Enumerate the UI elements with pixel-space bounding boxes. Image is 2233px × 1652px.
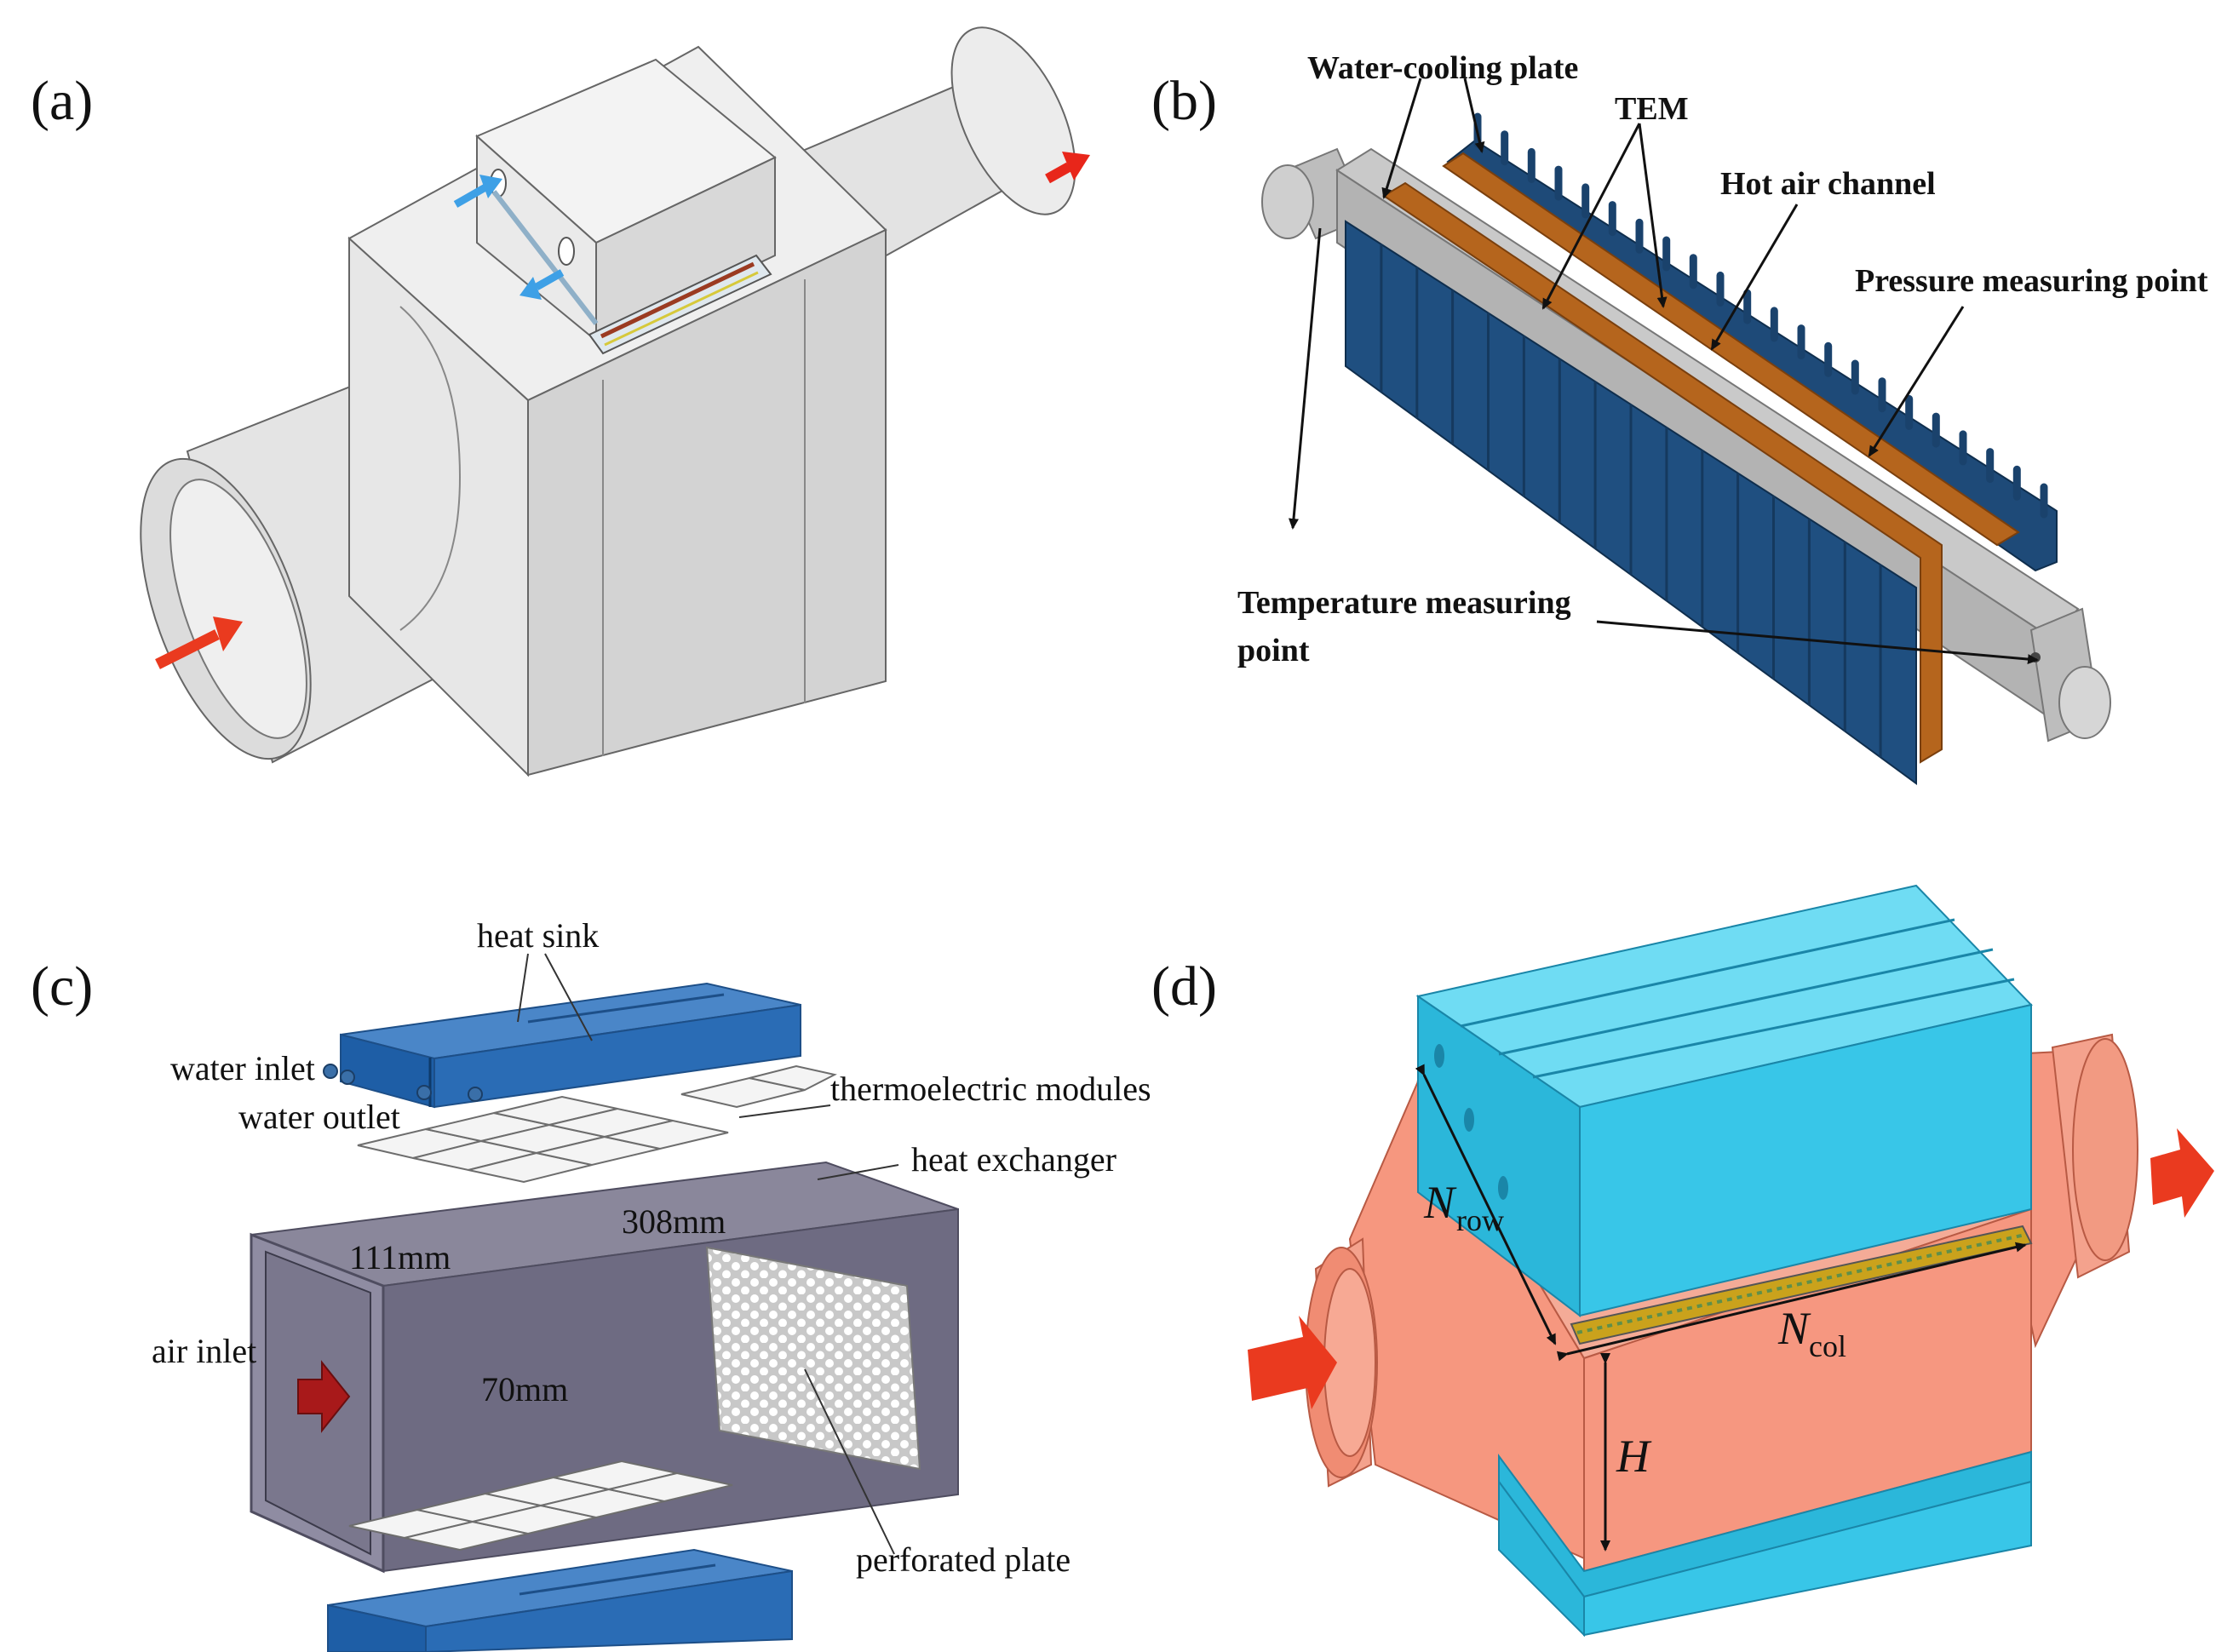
label-n-row: N — [1423, 1177, 1457, 1228]
heat-sink-top — [323, 982, 801, 1109]
arrow-air-in-d — [1248, 1316, 1337, 1409]
label-heat-exchanger: heat exchanger — [911, 1140, 1116, 1179]
label-n-col: N — [1777, 1303, 1811, 1354]
heat-sink-bottom-d — [1498, 1450, 2032, 1638]
arrow-air-out — [1045, 152, 1090, 184]
label-tem: TEM — [1615, 91, 1689, 127]
dimension-arrows-d — [1415, 1064, 2027, 1552]
label-temperature-measuring-2: point — [1237, 633, 1310, 668]
tem-front — [1382, 181, 1943, 764]
panel-b: (b) — [1151, 50, 2208, 785]
perforated-plate — [705, 1246, 921, 1471]
label-thermoelectric-modules: thermoelectric modules — [830, 1070, 1151, 1108]
label-dim-70mm: 70mm — [481, 1370, 568, 1408]
label-n-row-sub: row — [1456, 1203, 1504, 1237]
label-dim-308mm: 308mm — [622, 1202, 726, 1241]
annotation-arrows-b — [1289, 77, 2039, 665]
top-box — [475, 58, 777, 343]
panel-d-label: (d) — [1151, 955, 1217, 1018]
label-temperature-measuring-1: Temperature measuring — [1237, 585, 1571, 621]
label-water-cooling-plate: Water-cooling plate — [1307, 50, 1578, 86]
label-h: H — [1616, 1431, 1652, 1482]
label-perforated-plate: perforated plate — [856, 1540, 1071, 1579]
heat-sink-bottom — [327, 1548, 793, 1652]
channel-pipe-right — [2029, 607, 2111, 743]
panel-c: (c) — [31, 916, 1151, 1652]
label-heat-sink: heat sink — [477, 916, 599, 955]
leader-lines-c — [517, 953, 899, 1555]
arrow-air-out-d — [2150, 1128, 2214, 1218]
water-cooling-plate-front — [1345, 220, 1917, 785]
label-hot-air-channel: Hot air channel — [1720, 166, 1936, 202]
arrow-air-in — [155, 617, 243, 669]
thermoelectric-modules-bottom — [348, 1460, 733, 1552]
label-n-col-sub: col — [1809, 1329, 1846, 1363]
label-water-inlet: water inlet — [170, 1049, 315, 1087]
panel-a-label: (a) — [31, 70, 93, 132]
panel-d: (d) — [1151, 884, 2214, 1638]
label-air-inlet: air inlet — [152, 1332, 256, 1370]
arrow-water-in — [520, 269, 565, 300]
tem-strip — [588, 254, 772, 355]
arrow-water-out — [453, 175, 502, 208]
panel-c-label: (c) — [31, 955, 93, 1018]
panel-a: (a) — [31, 26, 1090, 777]
label-water-outlet: water outlet — [238, 1098, 400, 1136]
label-dim-111mm: 111mm — [349, 1238, 451, 1276]
thermoelectric-modules-top — [357, 1064, 837, 1184]
label-pressure-measuring-point: Pressure measuring point — [1855, 263, 2208, 299]
panel-b-label: (b) — [1151, 70, 1217, 132]
